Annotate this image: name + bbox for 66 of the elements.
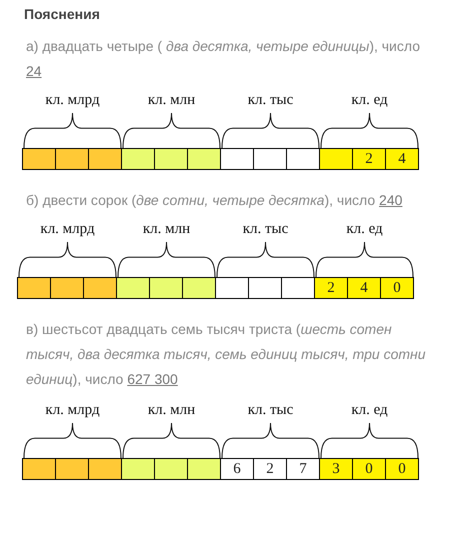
digit-cell xyxy=(22,458,56,480)
digit-cell xyxy=(248,277,282,299)
digit: 2 xyxy=(266,460,274,478)
title: Пояснения xyxy=(24,6,100,22)
digit-cell xyxy=(55,458,89,480)
digit-cell xyxy=(149,277,183,299)
digit-cell xyxy=(281,277,315,299)
digit-cell xyxy=(182,277,216,299)
explanation-text: а) двадцать четыре ( два десятка, четыре единицы), число 24 xyxy=(26,37,421,81)
digit-cell xyxy=(22,148,56,170)
number-link: 240 xyxy=(379,192,402,208)
digit: 6 xyxy=(233,460,241,478)
digit-cell xyxy=(253,458,287,480)
digit-cell xyxy=(319,458,353,480)
digit: 0 xyxy=(393,280,401,296)
digit-cell xyxy=(352,148,386,170)
digit: 7 xyxy=(299,460,307,478)
digit-cell xyxy=(154,458,188,480)
digit-cell xyxy=(220,458,254,480)
class-label: кл. тыс xyxy=(246,92,294,109)
class-label: кл. млн xyxy=(146,402,196,419)
digit-cell xyxy=(154,148,188,170)
digit-cell xyxy=(17,277,51,299)
digit-cell xyxy=(385,148,419,170)
digit-cell xyxy=(187,148,221,170)
number-link: 24 xyxy=(26,63,42,79)
digit-cell xyxy=(88,148,122,170)
digit: 4 xyxy=(398,150,406,168)
digit-cell xyxy=(286,458,320,480)
digit-cell xyxy=(116,277,150,299)
digit-cell xyxy=(83,277,117,299)
class-label: кл. млрд xyxy=(39,221,96,238)
class-label: кл. тыс xyxy=(242,221,290,238)
digit-cell xyxy=(88,458,122,480)
digit: 2 xyxy=(365,150,373,168)
digit-cell xyxy=(347,277,381,299)
class-label: кл. ед xyxy=(350,402,389,419)
digit: 0 xyxy=(398,460,406,478)
digit-cell xyxy=(286,148,320,170)
number-link: 627 300 xyxy=(127,371,178,387)
digit: 0 xyxy=(365,460,373,478)
digit-cell xyxy=(187,458,221,480)
class-label: кл. ед xyxy=(345,221,384,238)
digit-cell xyxy=(352,458,386,480)
digit: 3 xyxy=(332,460,340,478)
digit-cell xyxy=(215,277,249,299)
digit-cell xyxy=(50,277,84,299)
digit-cell xyxy=(121,148,155,170)
digit-cell xyxy=(55,148,89,170)
explanation-text: б) двести сорок (две сотни, четыре десятка), число 240 xyxy=(26,191,404,210)
digit-cell xyxy=(220,148,254,170)
class-label: кл. млрд xyxy=(44,92,101,109)
digit-cell xyxy=(385,458,419,480)
class-label: кл. млн xyxy=(146,92,196,109)
class-label: кл. млрд xyxy=(44,402,101,419)
class-label: кл. тыс xyxy=(246,402,294,419)
digit-cell xyxy=(253,148,287,170)
explanation-text: в) шестьсот двадцать семь тысяч триста (шесть сотен тысяч, два десятка тысяч, семь единиц тысяч, три сотни единиц), число 627 300 xyxy=(26,320,427,389)
digit-cell xyxy=(319,148,353,170)
digit-cell xyxy=(314,277,348,299)
digit-cell xyxy=(380,277,414,299)
class-label: кл. млн xyxy=(142,221,192,238)
digit: 2 xyxy=(327,280,335,296)
digit-cell xyxy=(121,458,155,480)
class-label: кл. ед xyxy=(350,92,389,109)
digit: 4 xyxy=(360,280,368,296)
